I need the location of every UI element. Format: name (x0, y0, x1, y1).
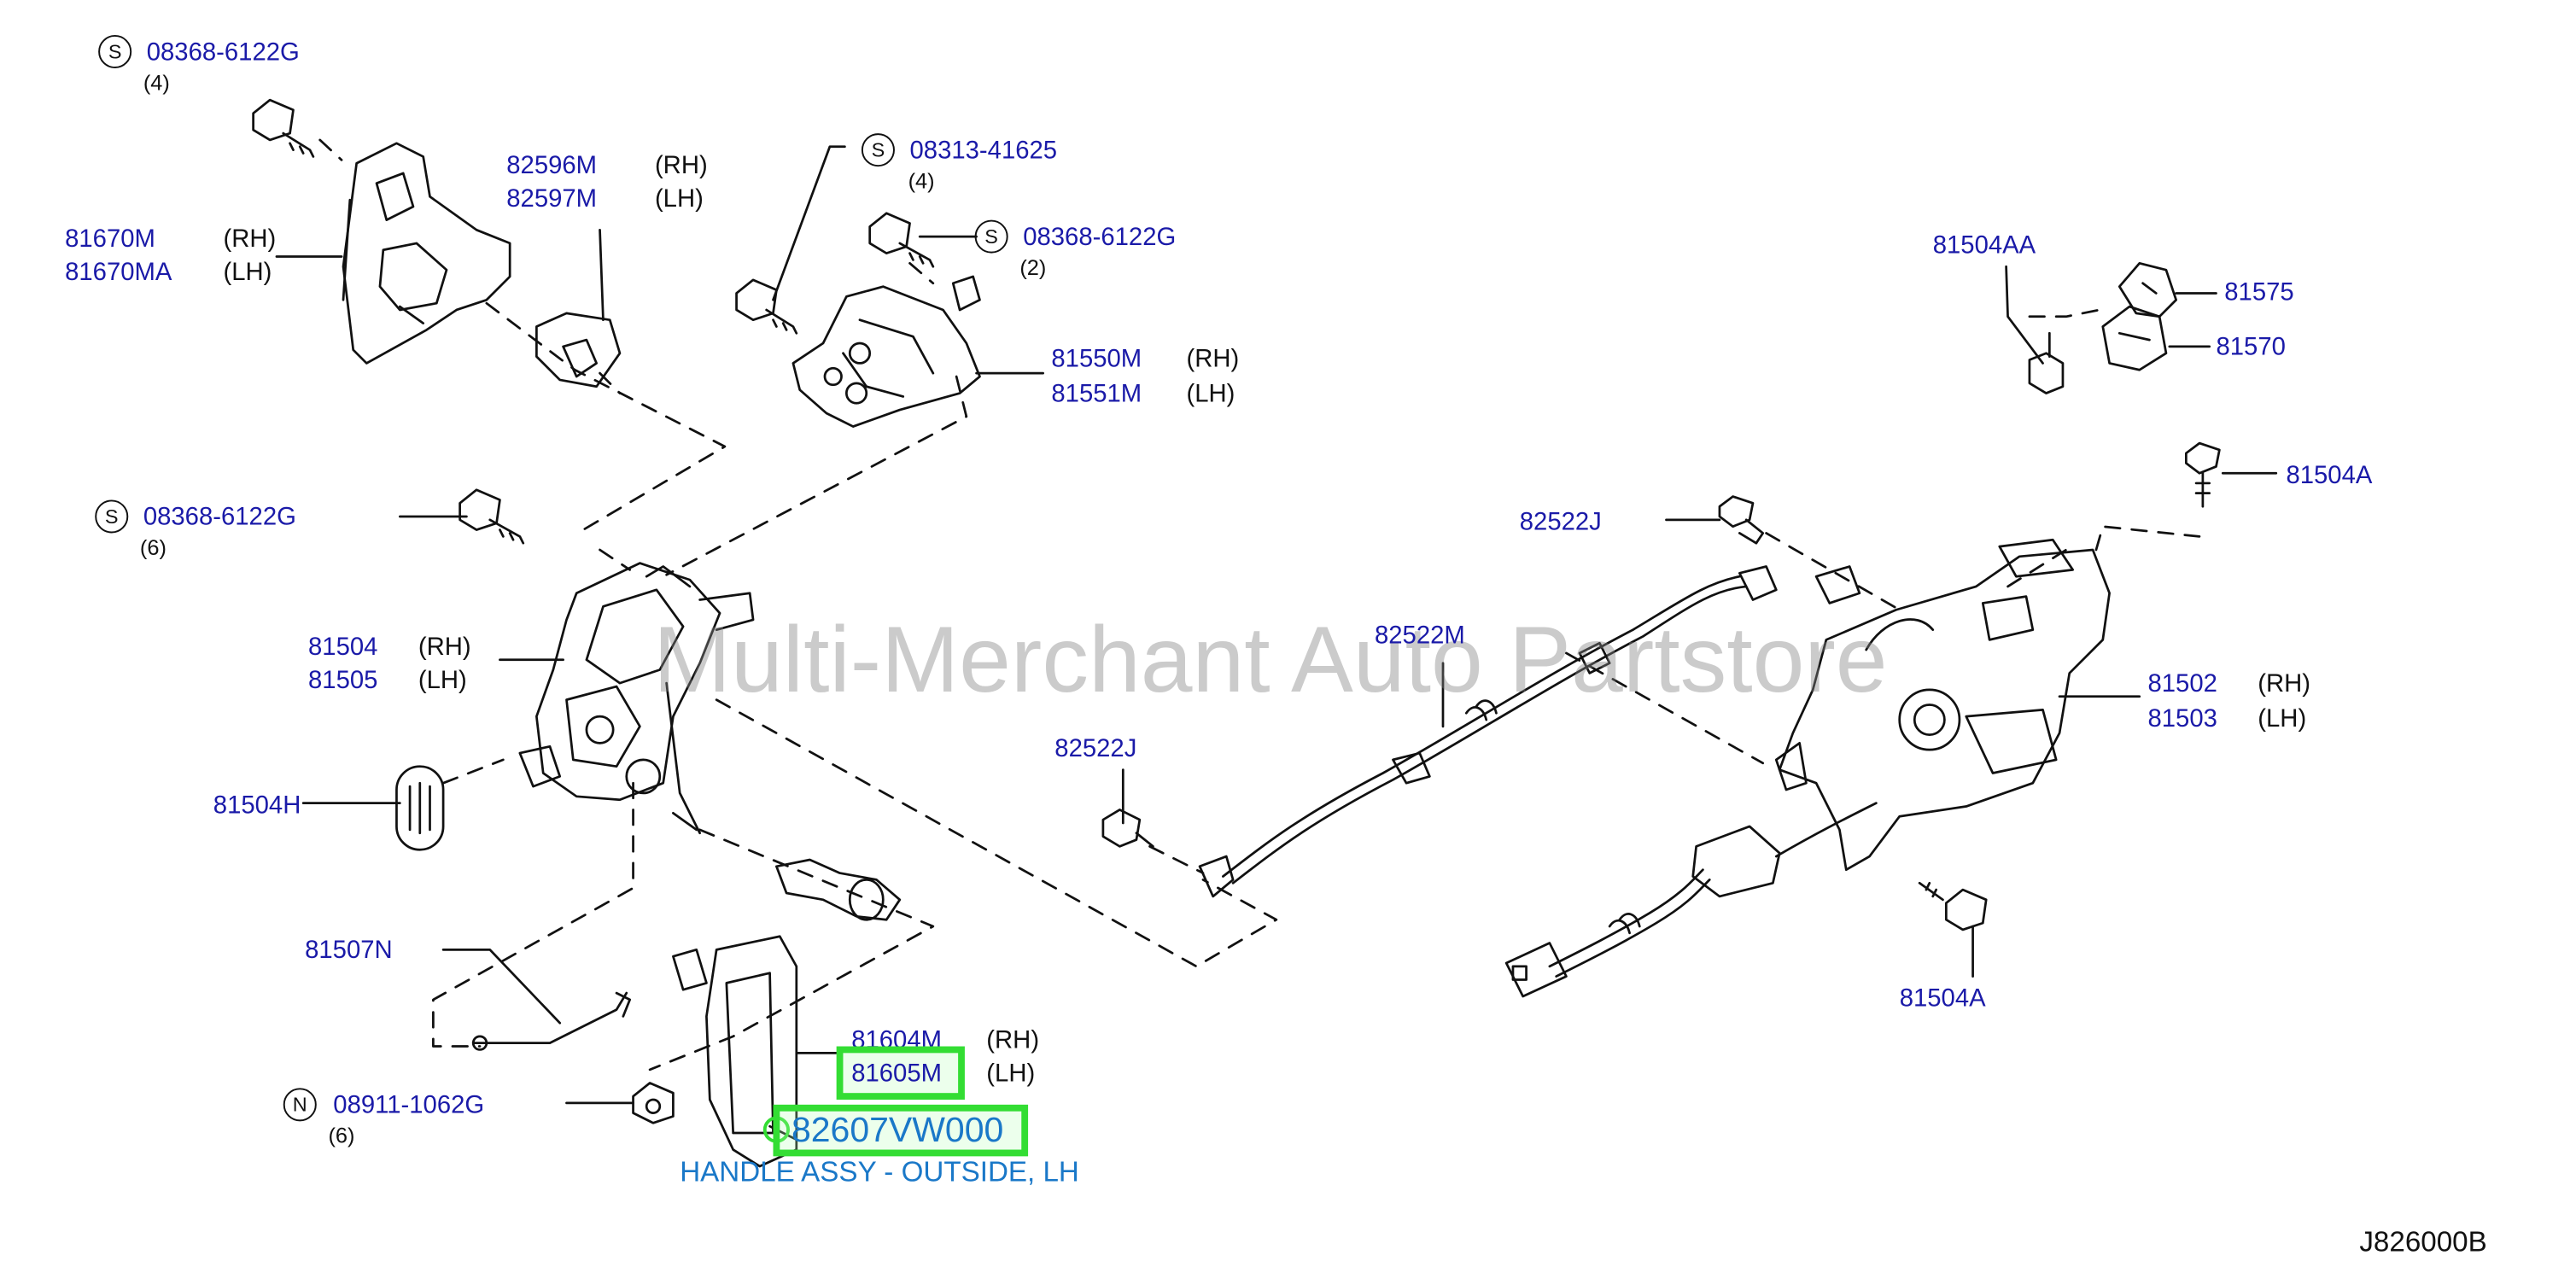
s-mark-circle: S (974, 219, 1008, 254)
qty-label: (4) (908, 168, 935, 194)
highlight-description: HANDLE ASSY - OUTSIDE, LH (680, 1156, 1079, 1188)
part-label-08911-1062g[interactable]: 08911-1062G (333, 1091, 485, 1120)
s-mark-circle: S (98, 34, 132, 69)
part-label-08368-6122g-latch[interactable]: 08368-6122G (143, 503, 296, 532)
part-label-81502[interactable]: 81502 (2147, 669, 2217, 698)
parts-diagram: Multi-Merchant Auto Partstore S 08368-61… (65, 34, 2487, 1258)
part-label-81504aa[interactable]: 81504AA (1932, 231, 2036, 260)
part-label-81550m[interactable]: 81550M (1051, 344, 1142, 374)
part-label-81503[interactable]: 81503 (2147, 704, 2217, 733)
part-label-81551m[interactable]: 81551M (1051, 379, 1142, 409)
side-label: (RH) (223, 225, 277, 254)
side-label: (LH) (223, 258, 272, 287)
side-label: (LH) (1186, 379, 1235, 409)
part-label-81670ma[interactable]: 81670MA (65, 258, 172, 287)
part-label-08368-6122g-mid[interactable]: 08368-6122G (1023, 223, 1177, 252)
highlight-box-part-number (773, 1104, 1029, 1157)
highlight-box-81605m (836, 1046, 965, 1100)
bracket-81670m (342, 142, 511, 365)
door-lock-81504 (518, 562, 755, 835)
dashed-routing-lines (318, 138, 2201, 1071)
part-label-81670m[interactable]: 81670M (65, 225, 155, 254)
diagram-artwork (252, 98, 2278, 1168)
wire-harness (1504, 802, 1878, 998)
s-mark-circle: S (95, 499, 129, 534)
side-label: (LH) (654, 184, 704, 213)
side-label: (LH) (418, 666, 467, 695)
side-label: (LH) (986, 1060, 1036, 1089)
part-label-82522j-mid[interactable]: 82522J (1054, 734, 1137, 763)
part-label-82522m[interactable]: 82522M (1374, 621, 1465, 651)
watermark: Multi-Merchant Auto Partstore (652, 606, 1888, 712)
part-label-81575[interactable]: 81575 (2224, 277, 2294, 307)
lock-assembly-81502 (1774, 538, 2111, 872)
part-label-81504a-top[interactable]: 81504A (2286, 461, 2373, 490)
part-label-08313-41625[interactable]: 08313-41625 (909, 137, 1058, 166)
side-label: (RH) (1186, 344, 1240, 374)
part-label-82596m[interactable]: 82596M (506, 151, 598, 180)
pad-81504h (395, 765, 445, 851)
side-label: (RH) (418, 633, 471, 662)
bolt-parts (252, 98, 2221, 1124)
side-label: (LH) (2258, 704, 2307, 733)
part-label-82597m[interactable]: 82597M (506, 184, 598, 213)
part-label-81504[interactable]: 81504 (308, 633, 378, 662)
side-label: (RH) (986, 1026, 1040, 1055)
part-label-81507n[interactable]: 81507N (305, 936, 393, 965)
key-cylinder (672, 811, 902, 921)
qty-label: (4) (143, 69, 170, 96)
part-label-08368-6122g-top[interactable]: 08368-6122G (146, 38, 300, 67)
side-label: (RH) (2258, 669, 2311, 698)
clip-82596m (535, 312, 622, 388)
part-label-81570[interactable]: 81570 (2216, 333, 2286, 362)
leader-lines (275, 145, 2278, 1141)
qty-label: (6) (139, 534, 166, 560)
part-label-81605m[interactable]: 81605M (851, 1060, 943, 1089)
highlight-part-number[interactable]: 82607VW000 (791, 1111, 1004, 1150)
part-label-81505[interactable]: 81505 (308, 666, 378, 695)
diagram-code: J826000B (2359, 1226, 2487, 1258)
part-label-81504h[interactable]: 81504H (213, 791, 301, 820)
side-label: (RH) (654, 151, 708, 180)
actuator-81550m (791, 275, 981, 428)
s-mark-circle: S (861, 133, 895, 167)
qty-label: (6) (328, 1123, 355, 1148)
rod-81507n (471, 991, 632, 1051)
qty-label: (2) (1019, 254, 1047, 280)
n-mark-circle: N (283, 1088, 317, 1122)
part-label-81504a-bottom[interactable]: 81504A (1899, 984, 1986, 1013)
clip-81575-81570 (2101, 261, 2178, 371)
cable-82522m (1198, 565, 1861, 898)
part-label-82522j-top[interactable]: 82522J (1519, 508, 1602, 537)
